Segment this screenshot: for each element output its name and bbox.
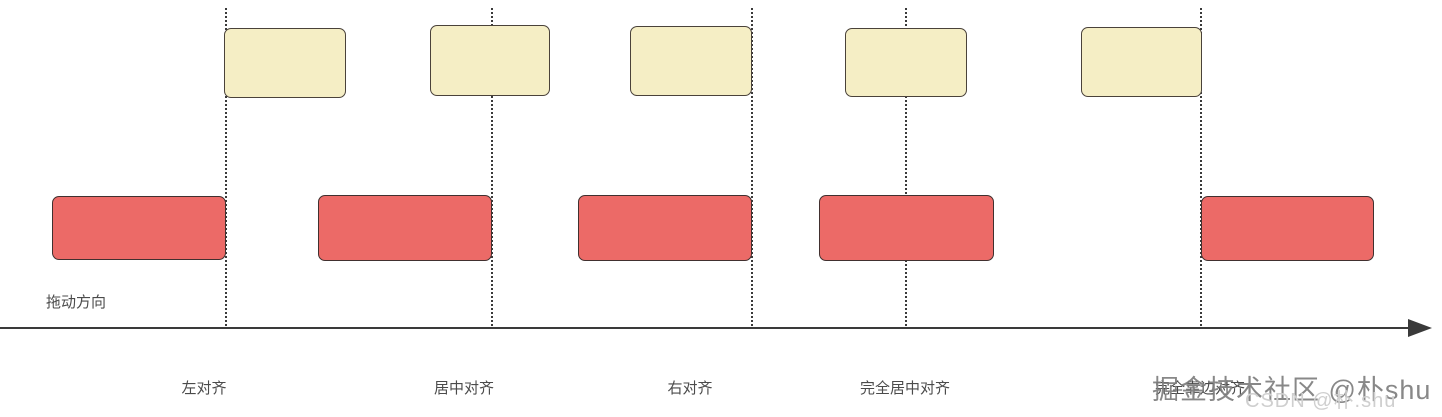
- alignment-caption-2: 居中对齐: [433, 380, 495, 397]
- watermark-secondary: CSDN @朴.shu: [1245, 390, 1397, 412]
- alignment-caption-1: 左对齐: [181, 380, 227, 397]
- alignment-caption-4: 完全居中对齐: [859, 380, 951, 397]
- target-block-3[interactable]: [578, 195, 752, 261]
- target-block-2[interactable]: [318, 195, 492, 261]
- alignment-caption-5: 完全靠边对齐: [1154, 380, 1246, 397]
- source-block-4[interactable]: [845, 28, 967, 97]
- guide-line-3: [751, 8, 753, 326]
- alignment-caption-3: 右对齐: [667, 380, 713, 397]
- drag-direction-arrow-icon: [1408, 319, 1432, 337]
- source-block-2[interactable]: [430, 25, 550, 96]
- drag-direction-axis-line: [0, 327, 1415, 329]
- guide-line-2: [491, 8, 493, 326]
- source-block-1[interactable]: [224, 28, 346, 98]
- guide-line-5: [1200, 8, 1202, 326]
- watermark-primary: 掘金技术社区 @朴shu: [1152, 375, 1432, 405]
- guide-line-1: [225, 8, 227, 326]
- source-block-5[interactable]: [1081, 27, 1202, 97]
- source-block-3[interactable]: [630, 26, 752, 96]
- target-block-1[interactable]: [52, 196, 226, 260]
- target-block-4[interactable]: [819, 195, 994, 261]
- drag-direction-label: 拖动方向: [46, 294, 107, 311]
- target-block-5[interactable]: [1201, 196, 1374, 261]
- guide-line-4: [905, 8, 907, 326]
